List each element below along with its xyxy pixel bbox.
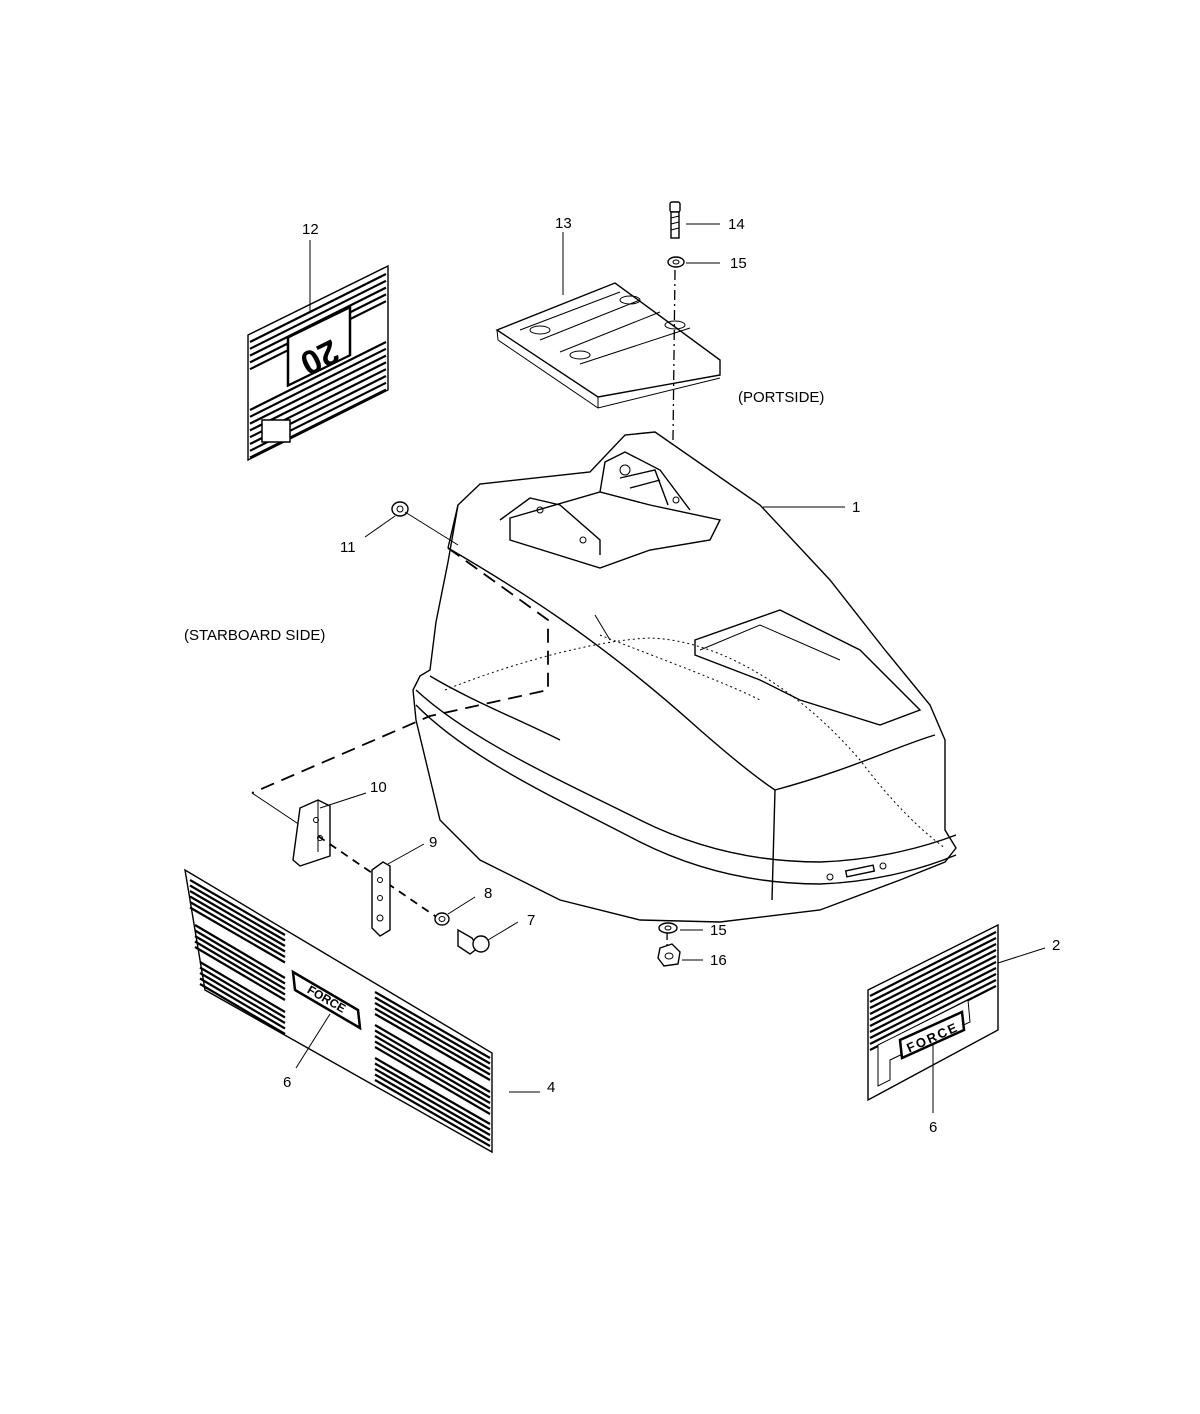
latch-9 — [371, 861, 391, 937]
callout-11: 11 — [340, 539, 356, 556]
callout-6-right: 6 — [929, 1119, 937, 1136]
decal-4-stripe — [199, 966, 286, 1019]
screw-11 — [391, 501, 409, 517]
callout-15-bottom: 15 — [710, 922, 727, 939]
decal-4-stripe — [374, 1057, 491, 1125]
decal-4-stripe — [374, 1046, 491, 1115]
decal-4-stripe — [189, 895, 286, 953]
callout-8: 8 — [484, 885, 492, 902]
washer-15-top — [667, 256, 685, 268]
screw-11-axis — [404, 511, 459, 546]
decal-4-stripe — [194, 940, 286, 996]
decal-2-stripe — [869, 949, 997, 1015]
decal-4-stripe — [194, 929, 286, 985]
decal-4-stripe — [189, 906, 286, 964]
decal-2-stripe — [869, 979, 997, 1045]
callout-10: 10 — [370, 779, 387, 796]
decal-12-stripe — [249, 286, 387, 357]
callout-15-top: 15 — [730, 255, 747, 272]
decal-12-stripe — [249, 347, 387, 418]
nut-8 — [434, 912, 450, 926]
decal-2: FORCE — [867, 923, 999, 1102]
decal-4-stripe — [194, 946, 286, 1001]
portside-label: (PORTSIDE) — [738, 389, 824, 406]
leader-7 — [487, 921, 519, 941]
washer-15-bottom — [658, 922, 678, 934]
decal-4-stripe — [189, 879, 286, 936]
mount-line-to-bracket — [251, 792, 301, 826]
callout-9: 9 — [429, 834, 437, 851]
leader-11 — [364, 515, 396, 538]
decal-2-stripe — [869, 937, 997, 1003]
bolt-14 — [669, 201, 681, 239]
decal-4-stripe — [374, 1079, 491, 1147]
decal-4-stripe — [374, 1029, 491, 1099]
mount-dashed-line — [251, 547, 549, 794]
decal-2-stripe — [869, 943, 997, 1009]
decal-4-stripe — [374, 1035, 491, 1104]
callout-1: 1 — [852, 499, 860, 516]
decal-12-stripe — [249, 341, 387, 411]
decal-4-stripe — [199, 972, 286, 1024]
decal-4-stripe — [194, 935, 286, 990]
decal-12-stripe — [249, 354, 387, 425]
decal-4-stripe — [374, 1073, 491, 1142]
decal-4-stripe — [374, 996, 491, 1065]
leader-10 — [319, 792, 367, 809]
callout-16: 16 — [710, 952, 727, 969]
decal-4-stripe — [189, 890, 286, 947]
starboard-side-label: (STARBOARD SIDE) — [184, 627, 325, 644]
decal-2-stripe — [869, 955, 997, 1021]
bolt-7 — [457, 928, 490, 955]
decal-2-stripe — [869, 967, 997, 1033]
callout-4: 4 — [547, 1079, 555, 1096]
callout-13: 13 — [555, 215, 572, 232]
decal-4-stripe — [374, 1002, 491, 1070]
decal-4: FORCE — [184, 868, 493, 1154]
decal-4-stripe — [189, 884, 286, 942]
decal-12: 20 — [247, 264, 389, 462]
decal-2-stripe — [869, 931, 997, 997]
decal-12-stripe — [249, 388, 387, 459]
leader-6-left — [295, 1013, 331, 1069]
decal-4-stripe — [374, 1062, 491, 1131]
callout-7: 7 — [527, 912, 535, 929]
decal-4-stripe — [194, 924, 286, 979]
decal-12-stripe — [249, 273, 387, 343]
decal-4-stripe — [374, 1024, 491, 1093]
leader-8 — [447, 896, 476, 915]
decal-4-stripe — [199, 977, 286, 1030]
decal-4-stripe — [199, 961, 286, 1013]
decal-4-stripe — [374, 1013, 491, 1081]
callout-6-left: 6 — [283, 1074, 291, 1091]
decal-4-stripe — [189, 901, 286, 958]
decal-2-stripe — [869, 961, 997, 1027]
decal-4-stripe — [199, 983, 286, 1035]
decal-12-stripe — [249, 361, 387, 432]
top-plate-13 — [495, 282, 721, 409]
decal-4-stripe — [374, 1068, 491, 1136]
leader-2 — [997, 947, 1046, 964]
callout-12: 12 — [302, 221, 319, 238]
bracket-10 — [292, 799, 331, 867]
nut-16 — [657, 943, 681, 967]
leader-9 — [387, 843, 425, 865]
decal-4-stripe — [374, 1007, 491, 1076]
callout-2: 2 — [1052, 937, 1060, 954]
decal-4-stripe — [374, 991, 491, 1059]
decal-12-stripe — [249, 279, 387, 350]
decal-2-stripe — [869, 973, 997, 1039]
engine-cowl-1 — [412, 431, 957, 923]
decal-4-stripe — [374, 1040, 491, 1110]
callout-14: 14 — [728, 216, 745, 233]
